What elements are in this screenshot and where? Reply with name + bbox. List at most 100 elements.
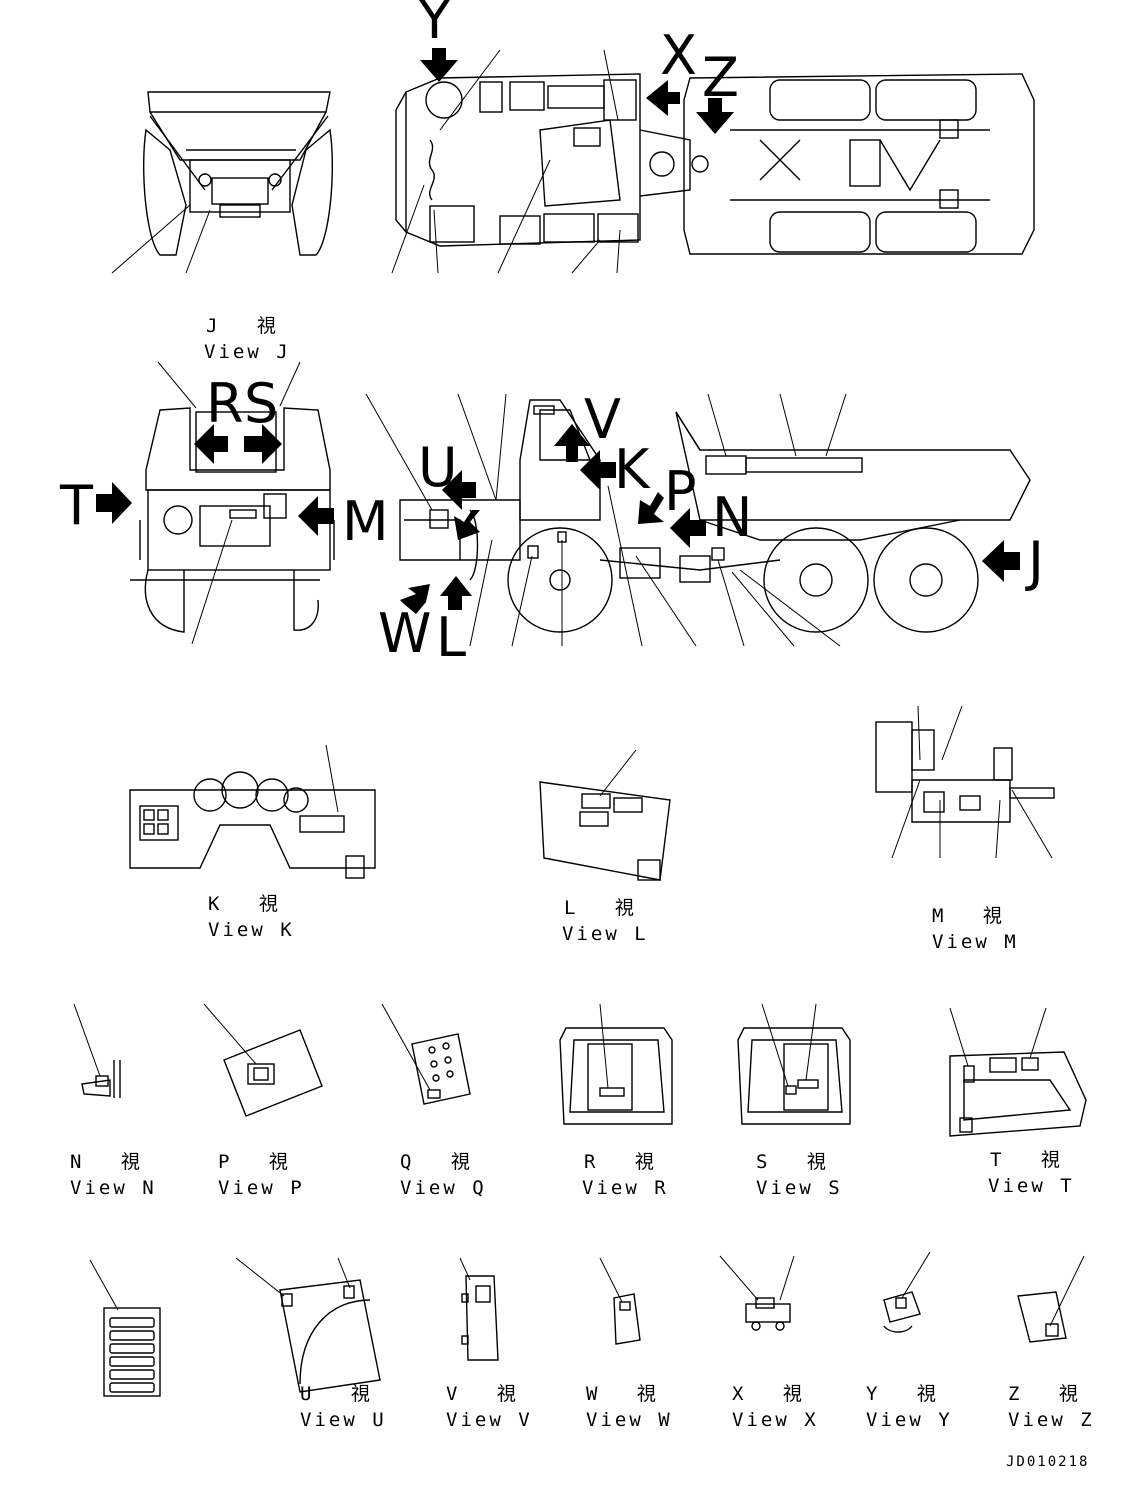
- rear-view-drawing: [111, 91, 334, 274]
- letter-l: L: [436, 606, 466, 669]
- letter-j: J: [1025, 530, 1044, 593]
- caption-view-j: J 視 View J: [204, 315, 291, 363]
- arrow-s-icon: [244, 424, 282, 464]
- view-u-drawing: [235, 1257, 381, 1393]
- arrow-w-icon: [400, 584, 430, 614]
- arrow-n-icon: [670, 508, 706, 548]
- view-direction-arrows: [96, 48, 1020, 614]
- caption-view-z: Z 視 View Z: [1008, 1383, 1095, 1431]
- arrow-m-icon: [298, 496, 334, 536]
- letter-y: Y: [417, 0, 452, 51]
- svg-text:View W: View W: [586, 1409, 673, 1431]
- letter-u: U: [418, 436, 458, 499]
- arrow-r-icon: [194, 424, 228, 464]
- svg-text:View J: View J: [204, 341, 291, 363]
- view-q-drawing: [381, 1003, 471, 1105]
- svg-text:T 視: T 視: [990, 1149, 1074, 1171]
- top-plan-view-drawing: [391, 49, 1035, 274]
- caption-view-s: S 視 View S: [756, 1151, 843, 1199]
- view-m-drawing: [875, 705, 1055, 859]
- view-r-drawing: [559, 1003, 673, 1125]
- svg-text:View K: View K: [208, 919, 295, 941]
- view-k-drawing: [129, 744, 376, 879]
- view-z-drawing: [1017, 1255, 1085, 1343]
- letter-n: N: [712, 486, 752, 549]
- svg-text:View M: View M: [932, 931, 1019, 953]
- caption-view-p: P 視 View P: [218, 1151, 305, 1199]
- svg-text:W 視: W 視: [586, 1383, 670, 1405]
- svg-text:Z 視: Z 視: [1008, 1383, 1092, 1405]
- svg-text:View S: View S: [756, 1177, 843, 1199]
- svg-text:J 視: J 視: [206, 315, 290, 337]
- arrow-u-lower-icon: [454, 510, 480, 540]
- caption-view-m: M 視 View M: [932, 905, 1019, 953]
- svg-text:M 視: M 視: [932, 905, 1016, 927]
- svg-text:View Q: View Q: [400, 1177, 487, 1199]
- caption-view-w: W 視 View W: [586, 1383, 673, 1431]
- view-v-drawing: [459, 1257, 499, 1361]
- arrow-y-icon: [420, 48, 458, 82]
- arrow-z-icon: [696, 98, 734, 134]
- svg-text:R 視: R 視: [584, 1151, 668, 1173]
- letter-w: W: [378, 602, 431, 665]
- caption-view-u: U 視 View U: [300, 1383, 387, 1431]
- caption-view-k: K 視 View K: [208, 893, 295, 941]
- letter-r: R: [206, 372, 244, 435]
- letter-k: K: [614, 438, 651, 501]
- svg-text:View Y: View Y: [866, 1409, 953, 1431]
- arrow-p-icon: [638, 492, 664, 524]
- document-id: JD010218: [1006, 1454, 1089, 1470]
- svg-text:X 視: X 視: [732, 1383, 816, 1405]
- arrow-k-icon: [580, 450, 616, 490]
- view-y-drawing: [883, 1251, 931, 1333]
- letter-s: S: [244, 372, 278, 435]
- svg-text:View Z: View Z: [1008, 1409, 1095, 1431]
- letter-t: T: [59, 474, 94, 537]
- svg-text:View X: View X: [732, 1409, 819, 1431]
- svg-text:N 視: N 視: [70, 1151, 154, 1173]
- front-view-drawing: [130, 361, 335, 645]
- svg-text:Q 視: Q 視: [400, 1151, 484, 1173]
- arrow-u-icon: [442, 470, 476, 510]
- view-s-drawing: [737, 1003, 851, 1125]
- caption-view-r: R 視 View R: [582, 1151, 669, 1199]
- svg-text:View T: View T: [988, 1175, 1075, 1197]
- view-p-drawing: [203, 1003, 323, 1117]
- letter-z: Z: [702, 46, 739, 109]
- caption-view-x: X 視 View X: [732, 1383, 819, 1431]
- arrow-x-icon: [646, 80, 680, 116]
- svg-text:View P: View P: [218, 1177, 305, 1199]
- svg-text:K 視: K 視: [208, 893, 292, 915]
- arrow-t-icon: [96, 482, 132, 524]
- svg-text:P 視: P 視: [218, 1151, 302, 1173]
- view-w-drawing: [599, 1257, 641, 1345]
- view-u-decal: [89, 1259, 161, 1397]
- caption-view-t: T 視 View T: [988, 1149, 1075, 1197]
- svg-text:View R: View R: [582, 1177, 669, 1199]
- letter-x: X: [660, 24, 697, 87]
- arrow-l-icon: [440, 576, 472, 610]
- view-x-drawing: [719, 1255, 795, 1331]
- caption-view-v: V 視 View V: [446, 1383, 533, 1431]
- letter-p: P: [664, 460, 697, 523]
- view-t-drawing: [949, 1007, 1087, 1137]
- svg-text:View V: View V: [446, 1409, 533, 1431]
- svg-text:L 視: L 視: [564, 897, 648, 919]
- svg-text:View U: View U: [300, 1409, 387, 1431]
- arrow-j-icon: [982, 540, 1020, 582]
- view-l-drawing: [539, 749, 671, 881]
- caption-view-q: Q 視 View Q: [400, 1151, 487, 1199]
- letter-v: V: [584, 388, 621, 451]
- letter-m: M: [342, 490, 389, 553]
- svg-text:U 視: U 視: [300, 1383, 384, 1405]
- arrow-letters: Y X Z R S T M U V K P N J W L: [59, 0, 1044, 669]
- svg-text:V 視: V 視: [446, 1383, 530, 1405]
- view-n-drawing: [73, 1003, 121, 1098]
- svg-text:S 視: S 視: [756, 1151, 840, 1173]
- arrow-v-icon: [554, 424, 590, 462]
